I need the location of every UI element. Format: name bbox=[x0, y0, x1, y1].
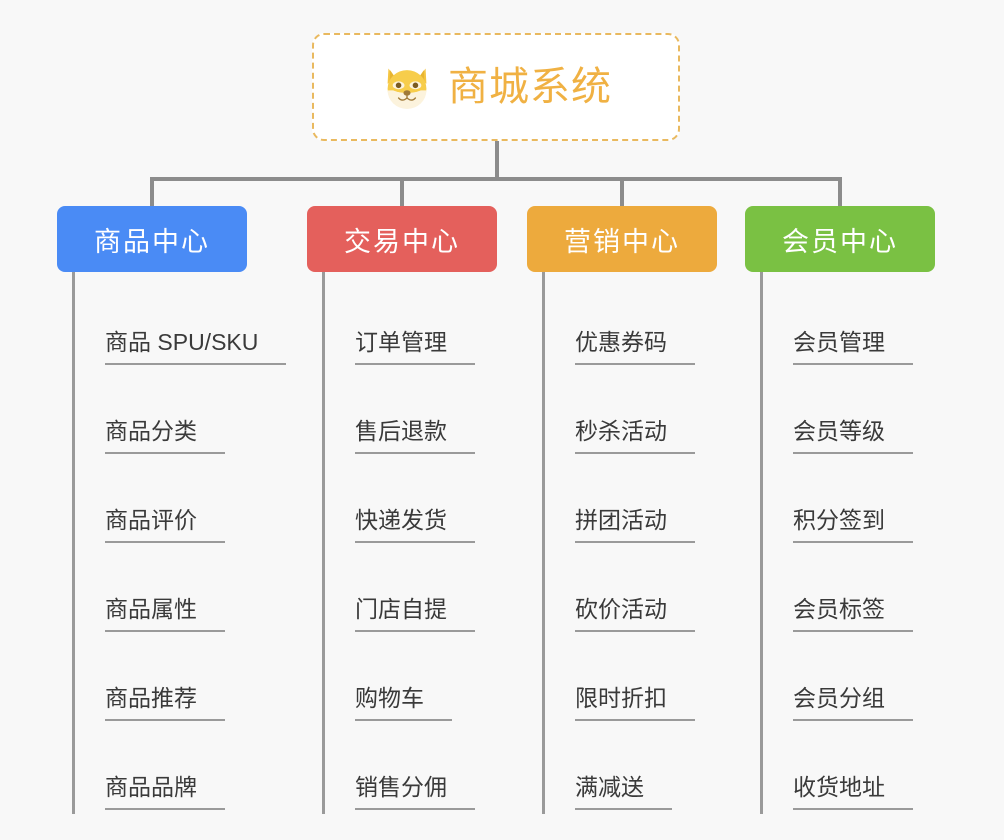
category-header-label: 交易中心 bbox=[344, 226, 460, 257]
leaf-label: 快递发货 bbox=[355, 506, 475, 543]
category-header-product[interactable]: 商品中心 bbox=[57, 206, 247, 272]
leaf-label: 会员分组 bbox=[793, 684, 913, 721]
list-item[interactable]: 售后退款 bbox=[325, 369, 497, 458]
leaf-label: 商品分类 bbox=[105, 417, 225, 454]
category-header-label: 会员中心 bbox=[782, 226, 898, 257]
leaf-label: 商品属性 bbox=[105, 595, 225, 632]
category-column-trade: 交易中心 订单管理 售后退款 快递发货 门店自提 购物车 销售分佣 bbox=[307, 206, 497, 814]
list-item[interactable]: 砍价活动 bbox=[545, 547, 717, 636]
leaf-label: 会员管理 bbox=[793, 328, 913, 365]
list-item[interactable]: 商品分类 bbox=[75, 369, 247, 458]
leaf-label: 销售分佣 bbox=[355, 773, 475, 810]
list-item[interactable]: 优惠券码 bbox=[545, 280, 717, 369]
list-item[interactable]: 限时折扣 bbox=[545, 636, 717, 725]
leaf-label: 满减送 bbox=[575, 773, 672, 810]
list-item[interactable]: 会员管理 bbox=[763, 280, 935, 369]
category-column-marketing: 营销中心 优惠券码 秒杀活动 拼团活动 砍价活动 限时折扣 满减送 bbox=[527, 206, 717, 814]
list-item[interactable]: 商品品牌 bbox=[75, 725, 247, 814]
list-item[interactable]: 秒杀活动 bbox=[545, 369, 717, 458]
list-item[interactable]: 销售分佣 bbox=[325, 725, 497, 814]
list-item[interactable]: 购物车 bbox=[325, 636, 497, 725]
connector-drop-2 bbox=[400, 177, 404, 208]
connector-root-stub bbox=[495, 141, 499, 181]
list-item[interactable]: 积分签到 bbox=[763, 458, 935, 547]
category-column-product: 商品中心 商品 SPU/SKU 商品分类 商品评价 商品属性 商品推荐 商品品牌 bbox=[57, 206, 287, 814]
list-item[interactable]: 门店自提 bbox=[325, 547, 497, 636]
list-item[interactable]: 会员分组 bbox=[763, 636, 935, 725]
connector-drop-3 bbox=[620, 177, 624, 208]
list-item[interactable]: 满减送 bbox=[545, 725, 717, 814]
leaf-label: 限时折扣 bbox=[575, 684, 695, 721]
list-item[interactable]: 会员等级 bbox=[763, 369, 935, 458]
branch-trade: 订单管理 售后退款 快递发货 门店自提 购物车 销售分佣 bbox=[322, 272, 497, 814]
category-column-member: 会员中心 会员管理 会员等级 积分签到 会员标签 会员分组 收货地址 bbox=[745, 206, 935, 814]
leaf-label: 商品 SPU/SKU bbox=[105, 328, 287, 365]
leaf-label: 优惠券码 bbox=[575, 328, 695, 365]
list-item[interactable]: 商品评价 bbox=[75, 458, 247, 547]
category-header-label: 营销中心 bbox=[564, 226, 680, 257]
category-header-member[interactable]: 会员中心 bbox=[745, 206, 935, 272]
connector-drop-1 bbox=[150, 177, 154, 208]
leaf-label: 门店自提 bbox=[355, 595, 475, 632]
root-node[interactable]: 商城系统 bbox=[312, 33, 680, 141]
shiba-dog-face-icon bbox=[387, 68, 427, 109]
list-item[interactable]: 会员标签 bbox=[763, 547, 935, 636]
leaf-label: 会员标签 bbox=[793, 595, 913, 632]
list-item[interactable]: 商品推荐 bbox=[75, 636, 247, 725]
leaf-label: 订单管理 bbox=[355, 328, 475, 365]
leaf-label: 商品评价 bbox=[105, 506, 225, 543]
list-item[interactable]: 订单管理 bbox=[325, 280, 497, 369]
leaf-label: 秒杀活动 bbox=[575, 417, 695, 454]
branch-product: 商品 SPU/SKU 商品分类 商品评价 商品属性 商品推荐 商品品牌 bbox=[72, 272, 287, 814]
leaf-label: 积分签到 bbox=[793, 506, 913, 543]
connector-horizontal-bus bbox=[150, 177, 842, 181]
branch-member: 会员管理 会员等级 积分签到 会员标签 会员分组 收货地址 bbox=[760, 272, 935, 814]
leaf-label: 购物车 bbox=[355, 684, 452, 721]
leaf-label: 收货地址 bbox=[793, 773, 913, 810]
list-item[interactable]: 拼团活动 bbox=[545, 458, 717, 547]
list-item[interactable]: 收货地址 bbox=[763, 725, 935, 814]
leaf-label: 砍价活动 bbox=[575, 595, 695, 632]
list-item[interactable]: 快递发货 bbox=[325, 458, 497, 547]
list-item[interactable]: 商品属性 bbox=[75, 547, 247, 636]
branch-marketing: 优惠券码 秒杀活动 拼团活动 砍价活动 限时折扣 满减送 bbox=[542, 272, 717, 814]
leaf-label: 会员等级 bbox=[793, 417, 913, 454]
leaf-label: 商品推荐 bbox=[105, 684, 225, 721]
list-item[interactable]: 商品 SPU/SKU bbox=[75, 280, 287, 369]
leaf-label: 拼团活动 bbox=[575, 506, 695, 543]
category-header-marketing[interactable]: 营销中心 bbox=[527, 206, 717, 272]
connector-drop-4 bbox=[838, 177, 842, 208]
leaf-label: 商品品牌 bbox=[105, 773, 225, 810]
leaf-label: 售后退款 bbox=[355, 417, 475, 454]
category-header-trade[interactable]: 交易中心 bbox=[307, 206, 497, 272]
category-header-label: 商品中心 bbox=[94, 226, 210, 257]
root-title: 商城系统 bbox=[448, 65, 612, 109]
